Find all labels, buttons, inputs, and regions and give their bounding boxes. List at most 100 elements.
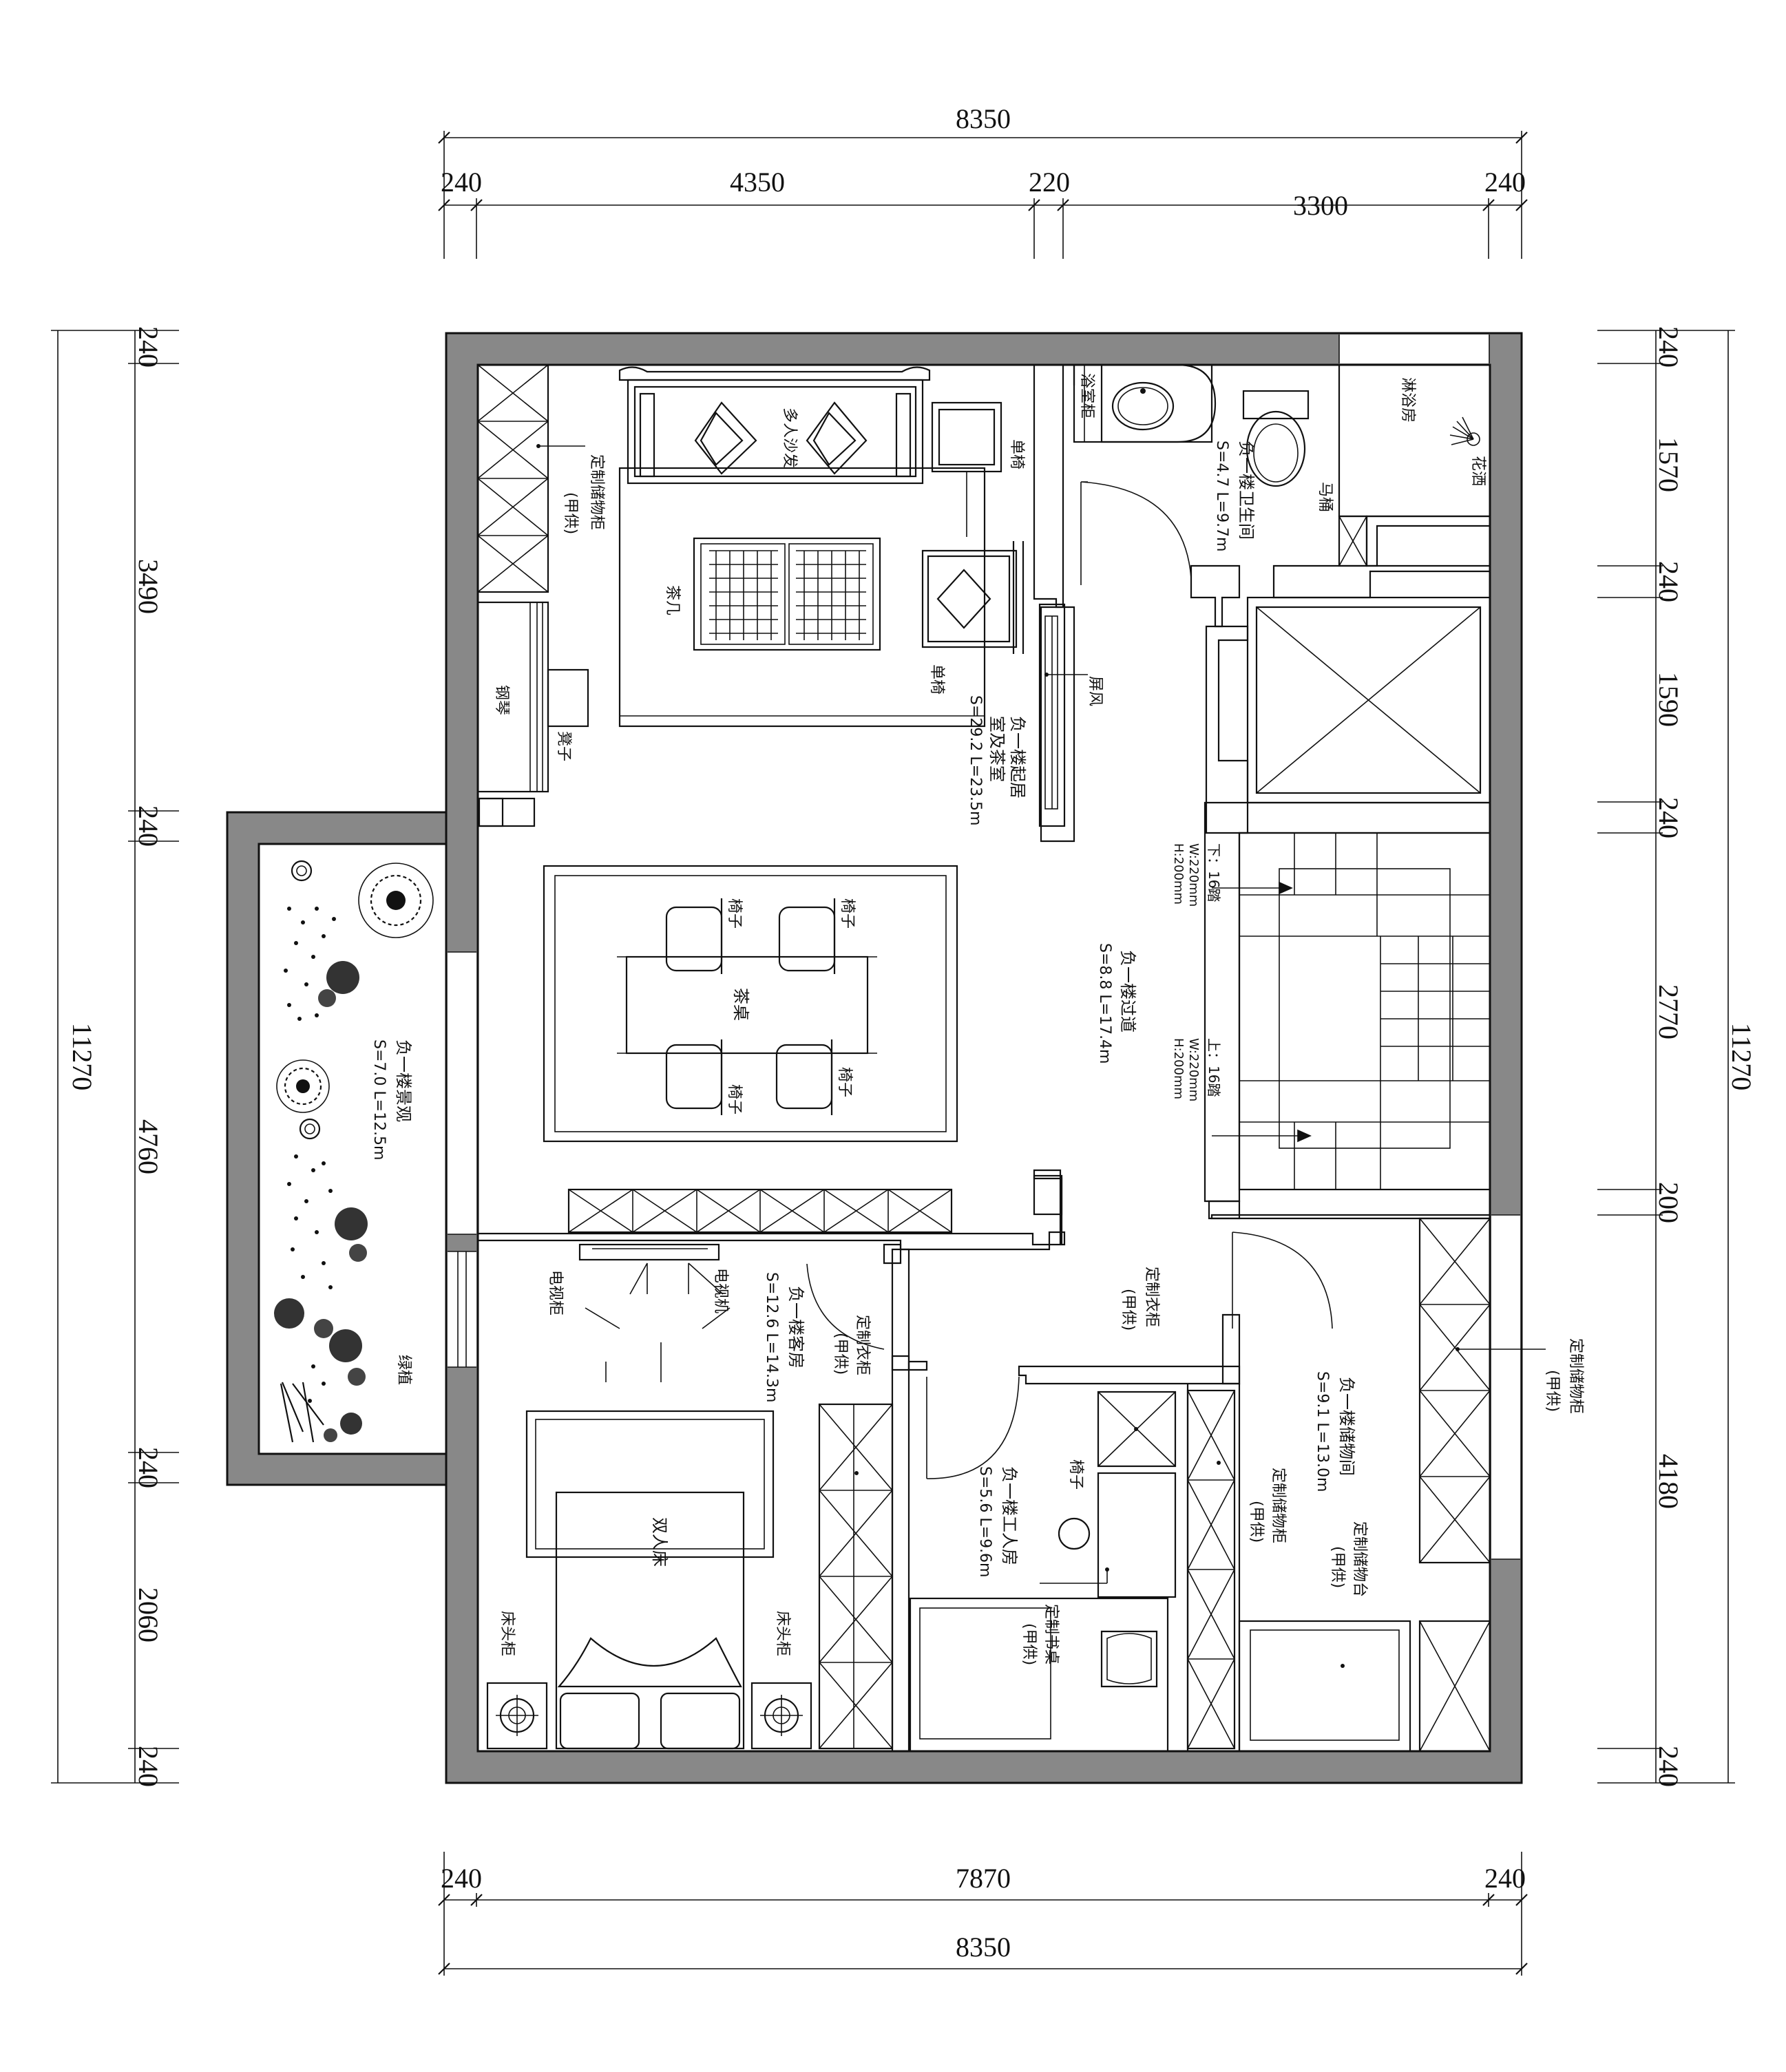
bed-headboard-rug	[525, 1410, 775, 1558]
dim-top-2: 4350	[730, 167, 785, 198]
label-chair-4: 椅子	[836, 1067, 853, 1097]
dim-right-9: 240	[1653, 1746, 1684, 1787]
plant-icons	[274, 860, 434, 1443]
dim-right-3: 240	[1653, 561, 1684, 602]
label-maid-area: S=5.6 L=9.6m	[976, 1466, 994, 1578]
storage-room	[1186, 1217, 1546, 1753]
label-shower-head: 花洒	[1469, 456, 1486, 486]
label-living-room-name: 负一楼起居	[1008, 716, 1027, 799]
exterior-walls	[226, 332, 1523, 1784]
dim-left-2: 3490	[133, 559, 164, 614]
label-bathroom-area: S=4.7 L=9.7m	[1213, 441, 1230, 552]
storage-counter	[1238, 1620, 1411, 1753]
garden	[274, 860, 434, 1443]
dimension-labels-bottom: 240 7870 240 8350	[441, 1863, 1526, 1963]
dim-left-7: 240	[133, 1746, 164, 1787]
custom-desk	[909, 1597, 1169, 1753]
stair-arrows	[1212, 881, 1312, 1143]
label-stairs-down-w: W:220mm	[1186, 843, 1201, 907]
label-sofa: 多人沙发	[781, 408, 798, 468]
label-storage-cabinet-supplied: (甲供)	[1248, 1501, 1265, 1543]
label-maid-desk-supplied: (甲供)	[1020, 1623, 1038, 1665]
label-storage-counter-supplied: (甲供)	[1329, 1546, 1346, 1588]
label-greenery: 绿植	[395, 1355, 412, 1385]
lift-shaft	[1255, 606, 1482, 794]
living-rug	[618, 467, 986, 728]
dim-right-2: 1570	[1653, 437, 1684, 492]
label-corridor-wardrobe-supplied: (甲供)	[1120, 1289, 1137, 1331]
label-corridor-name: 负一楼过道	[1118, 950, 1137, 1033]
label-piano: 钢琴	[493, 685, 510, 715]
dim-bottom-1: 240	[441, 1863, 482, 1894]
label-supplied-living: (甲供)	[562, 492, 579, 534]
dim-left-1: 240	[133, 326, 164, 368]
label-living-room-area: S=29.2 L=23.5m	[967, 695, 984, 825]
dim-bottom-2: 7870	[956, 1863, 1011, 1894]
dimension-labels-right: 11270 240 1570 240 1590 240 2770 200 418…	[1653, 326, 1757, 1787]
label-maid-name: 负一楼工人房	[1000, 1466, 1019, 1565]
bathroom	[1073, 363, 1491, 585]
tv-cabinet	[578, 1243, 720, 1261]
label-stairs-down-h: H:200mm	[1171, 843, 1186, 905]
maid-wardrobe	[1097, 1391, 1177, 1468]
label-tall-cabinet-supplied: (甲供)	[1544, 1370, 1561, 1412]
maid-door-swing	[926, 1376, 1020, 1479]
label-stairs-up-w: W:220mm	[1186, 1038, 1201, 1101]
dim-left-4: 4760	[133, 1119, 164, 1174]
label-storage-cabinet: 定制储物柜	[1270, 1468, 1287, 1543]
dim-top-total: 8350	[956, 103, 1011, 134]
label-maid-chair: 椅子	[1067, 1459, 1084, 1490]
label-shower-room: 淋浴房	[1399, 377, 1416, 423]
label-chair-2: 椅子	[839, 898, 856, 929]
nightstand-left	[486, 1682, 548, 1750]
label-double-bed: 双人床	[650, 1517, 669, 1567]
gravel-dots	[284, 907, 336, 1403]
dimension-labels-left: 11270 240 3490 240 4760 240 2060 240	[67, 326, 164, 1787]
dim-left-3: 240	[133, 805, 164, 847]
storage-door-swing	[1232, 1231, 1333, 1329]
stool	[547, 668, 589, 728]
label-corridor-wardrobe: 定制衣柜	[1143, 1267, 1160, 1327]
label-vanity: 浴室柜	[1078, 373, 1095, 419]
window-frame-right	[1491, 1214, 1520, 1560]
label-living-room-name2: 室及茶室	[987, 716, 1007, 782]
dim-bottom-total: 8350	[956, 1932, 1011, 1963]
label-stairs-up: 上：16踏	[1206, 1038, 1222, 1097]
dim-right-5: 240	[1653, 797, 1684, 838]
label-stairs-down: 下：16踏	[1206, 843, 1222, 902]
label-storage-name: 负一楼储物间	[1337, 1377, 1356, 1476]
label-custom-cabinet-living: 定制储物柜	[588, 454, 605, 530]
dim-left-total: 11270	[67, 1023, 98, 1091]
label-nightstand-left: 床头柜	[498, 1611, 516, 1656]
label-storage-area: S=9.1 L=13.0m	[1314, 1371, 1331, 1492]
window-opening-right	[1491, 1215, 1520, 1559]
label-guest-name: 负一楼客房	[786, 1286, 806, 1368]
dim-bottom-3: 240	[1484, 1863, 1526, 1894]
label-tv: 电视机	[712, 1268, 729, 1313]
label-tv-cabinet: 电视柜	[547, 1270, 564, 1315]
guest-wardrobe	[818, 1403, 894, 1750]
garden-outer-wall	[226, 811, 448, 1486]
dim-top-1: 240	[441, 167, 482, 198]
coffee-table	[693, 537, 881, 651]
nightstand-right	[750, 1682, 812, 1750]
tea-chairs	[665, 898, 836, 1115]
dim-right-6: 2770	[1653, 984, 1684, 1039]
label-single-chair-side: 单椅	[928, 664, 945, 695]
toilet	[1242, 390, 1310, 487]
wall-column-left	[476, 797, 536, 827]
label-tea-desk: 茶桌	[731, 988, 750, 1021]
label-corridor-area: S=8.8 L=17.4m	[1096, 943, 1113, 1064]
bathroom-door-swing	[1080, 481, 1192, 585]
label-nightstand-right: 床头柜	[774, 1611, 791, 1656]
single-chair-top	[931, 401, 1002, 537]
shower-head-icon	[1449, 416, 1480, 446]
label-guest-supplied: (甲供)	[832, 1333, 849, 1375]
dim-right-total: 11270	[1726, 1023, 1757, 1091]
dimension-lines	[51, 131, 1735, 1976]
dim-left-6: 2060	[133, 1587, 164, 1642]
label-garden-name: 负一楼景观	[394, 1039, 413, 1122]
dim-right-7: 200	[1653, 1182, 1684, 1223]
staircase	[1212, 832, 1491, 1191]
